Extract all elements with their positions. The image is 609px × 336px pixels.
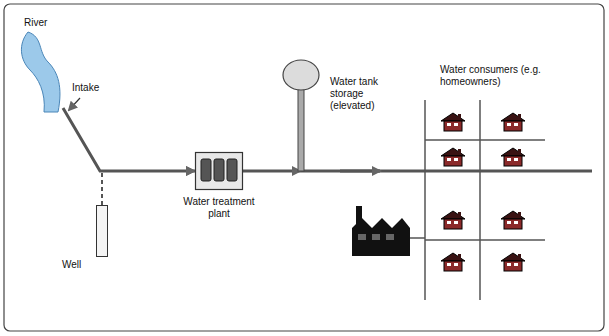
river-shape (18, 32, 63, 112)
house-icon (441, 253, 465, 271)
main-pipe (301, 170, 592, 173)
pipe-connector (243, 170, 301, 173)
pipe-connector (63, 108, 195, 171)
well-node: Well (96, 205, 108, 257)
tank-shape (282, 58, 320, 171)
frame (4, 4, 604, 331)
house-icon (501, 148, 525, 166)
house-icon (501, 253, 525, 271)
house-icon (441, 148, 465, 166)
leader-arrow (69, 98, 80, 110)
house-icon (501, 113, 525, 131)
node-label: Water tank storage (elevated) (330, 76, 410, 112)
node-label: Water treatment plant (183, 196, 255, 220)
text-label: Water consumers (e.g. homeowners) (440, 64, 550, 88)
house-icon (441, 113, 465, 131)
node-label: Well (62, 259, 96, 271)
well-shape (96, 205, 108, 257)
factory-icon (352, 206, 410, 256)
node-label: River (24, 17, 64, 29)
plant-node: Water treatment plant (195, 152, 243, 190)
text-label: Intake (72, 82, 112, 94)
branch-lines (410, 100, 545, 300)
house-icon (501, 211, 525, 229)
plant-shape (195, 152, 243, 190)
tank-node: Water tank storage (elevated) (282, 58, 320, 171)
river-node: River (18, 32, 63, 112)
flow-arrow (340, 170, 380, 173)
house-icon (441, 211, 465, 229)
pipe-connector (102, 171, 195, 205)
